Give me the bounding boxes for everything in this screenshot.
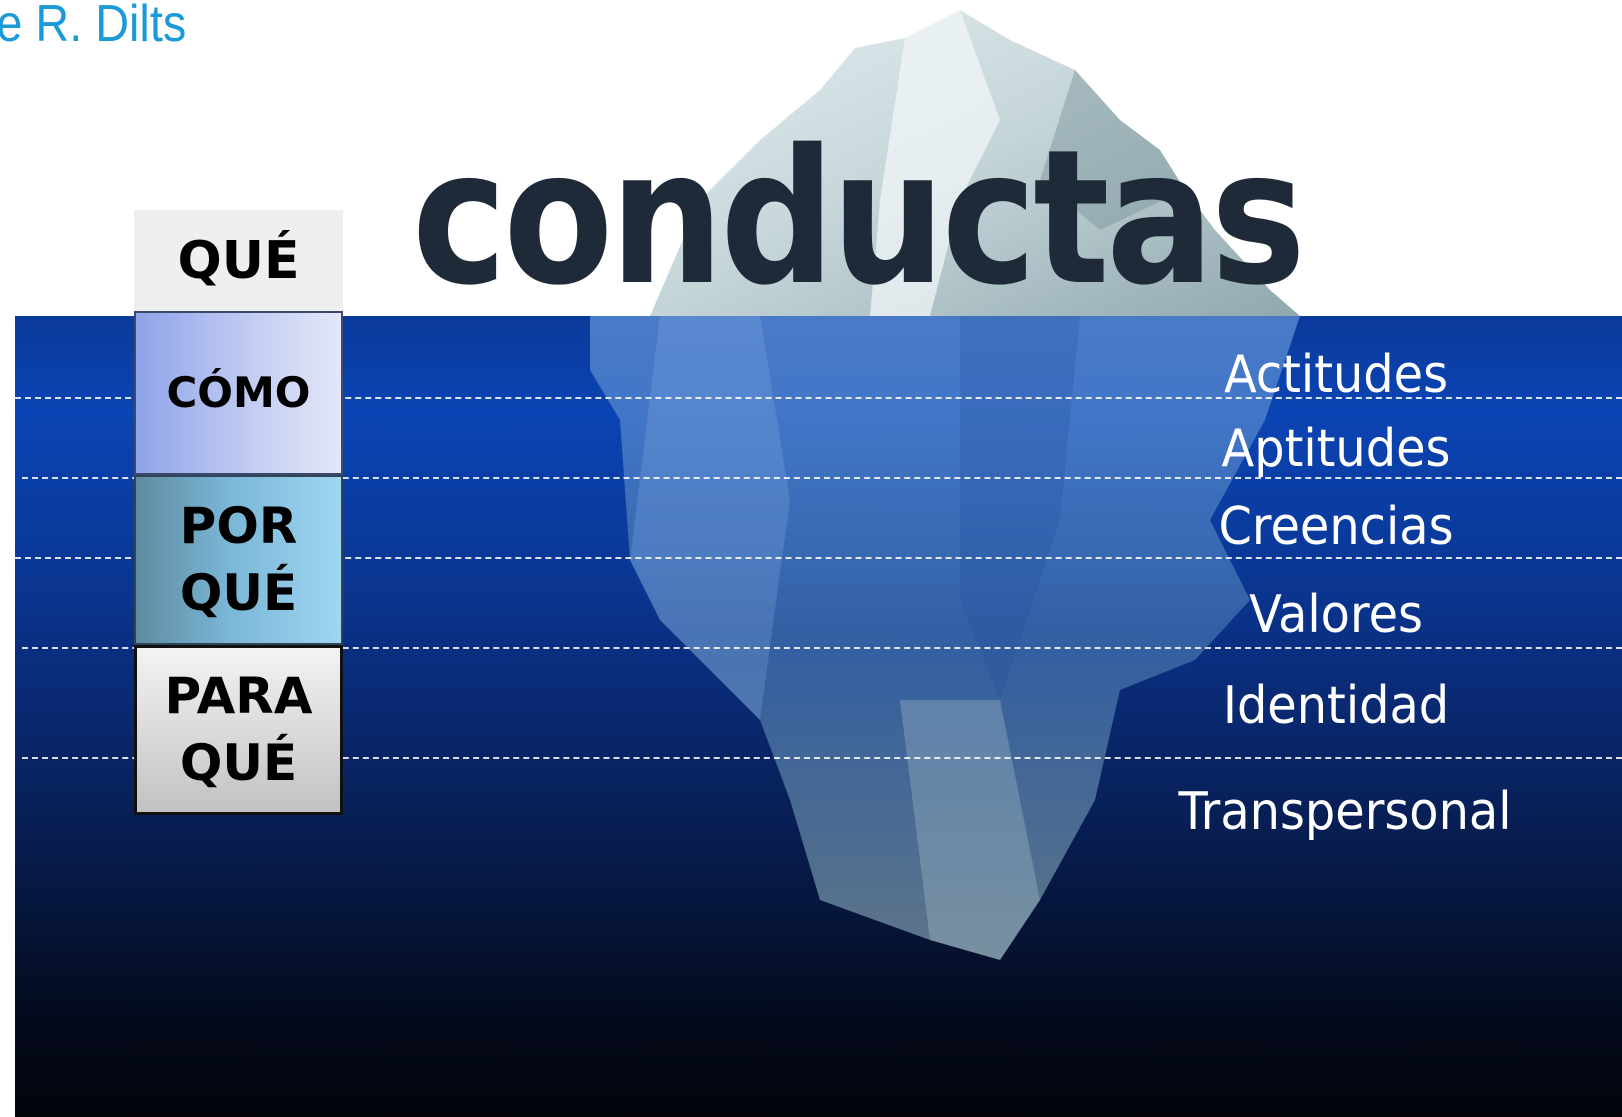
por-que-label-line2: QUÉ [179,564,298,622]
level-divider-line [15,397,1622,399]
level-identidad: Identidad [1222,676,1450,736]
para-que-label-line1: PARA [164,666,313,725]
que-label: QUÉ [177,230,300,291]
level-divider-line [22,757,1622,759]
level-divider-line [22,477,1622,479]
author-credit: le R. Dilts [0,0,187,53]
level-actitudes: Actitudes [1223,345,1449,405]
behaviors-title: conductas [412,109,1306,326]
como-label: CÓMO [166,367,311,417]
level-divider-line [15,557,1622,559]
por-que-box: POR QUÉ [134,475,343,645]
level-transpersonal: Transpersonal [1178,782,1512,842]
level-creencias: Creencias [1218,497,1454,557]
level-valores: Valores [1249,585,1423,645]
por-que-label-line1: POR [179,496,298,555]
para-que-label-line2: QUÉ [179,734,298,792]
level-divider-line [22,647,1622,649]
que-box: QUÉ [134,210,343,312]
como-box: CÓMO [134,311,343,475]
para-que-box: PARA QUÉ [134,645,343,815]
level-aptitudes: Aptitudes [1221,419,1451,479]
